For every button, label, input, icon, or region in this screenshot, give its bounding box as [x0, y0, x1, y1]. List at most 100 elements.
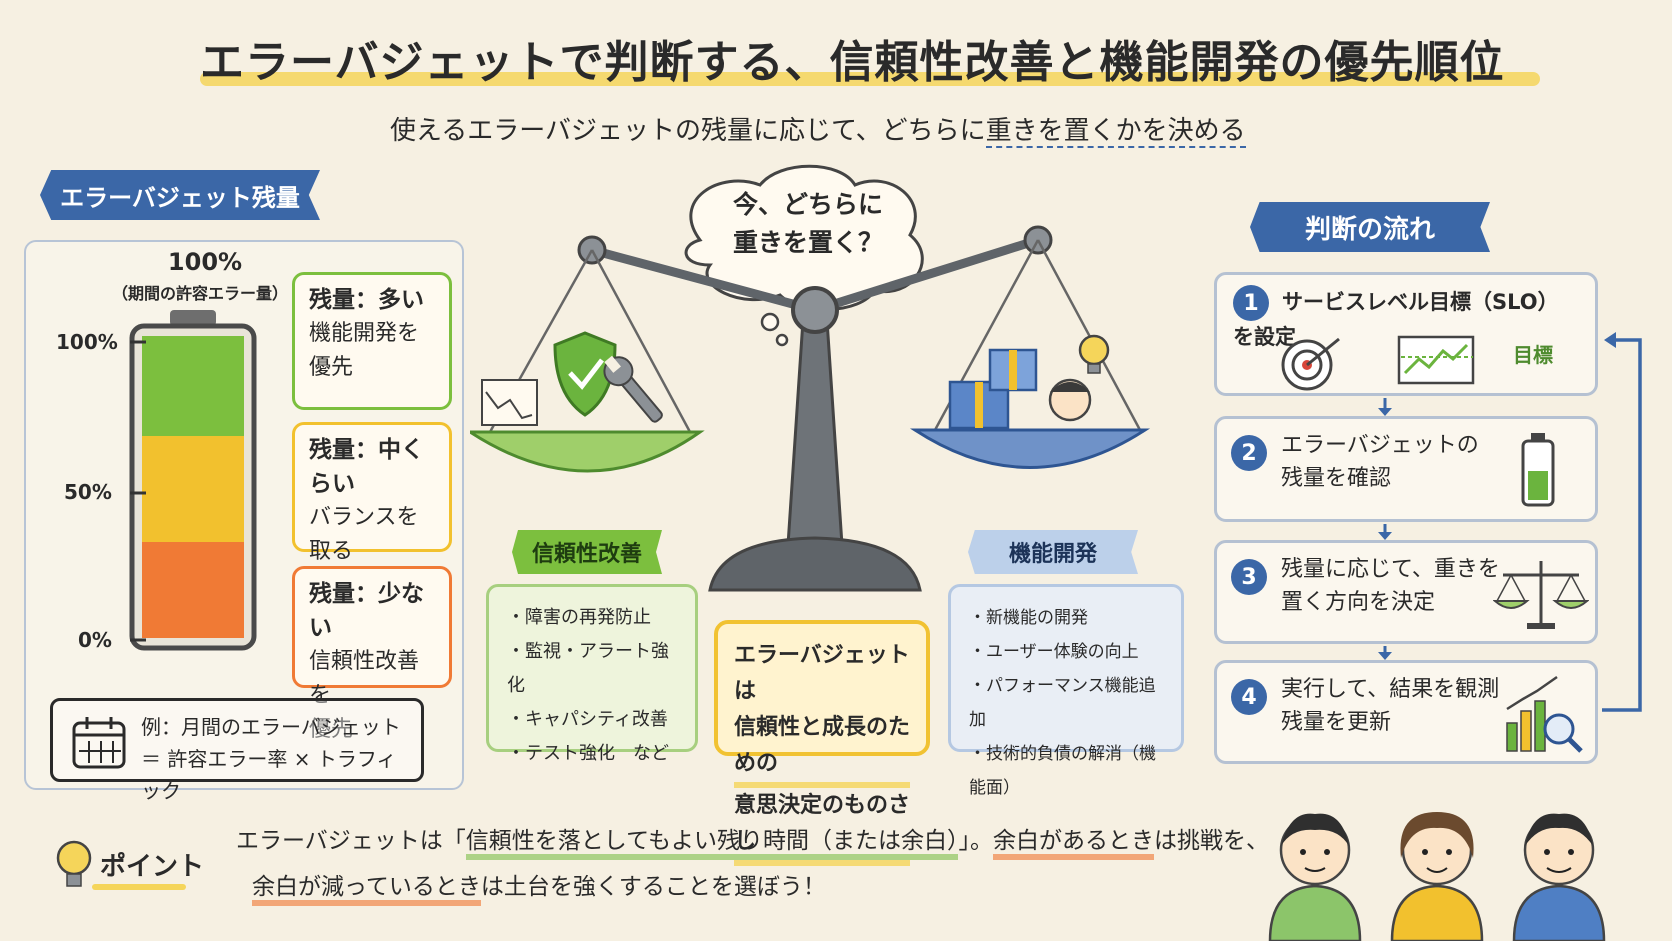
level-high-box: 残量：多い 機能開発を 優先: [292, 272, 452, 410]
step-number: 4: [1231, 679, 1267, 715]
point-line1: エラーバジェットは「信頼性を落としてもよい残り時間（または余白）」。余白があると…: [236, 820, 1269, 862]
point-text: 」。: [958, 828, 993, 854]
flow-step-2: 2 エラーバジェットの 残量を確認: [1214, 416, 1598, 522]
point-text: エラーバジェットは「: [236, 828, 466, 854]
lightbulb-icon: [1078, 334, 1110, 366]
feature-ribbon: 機能開発: [968, 530, 1138, 574]
point-highlight-green: 信頼性を落としてもよい残り時間（または余白）: [465, 828, 959, 860]
card-line1: エラーバジェットは: [734, 643, 910, 704]
battery-level-high: [142, 336, 244, 436]
subtitle-highlight: 重きを置くかを決める: [985, 116, 1246, 148]
title-highlight: [200, 72, 1540, 86]
level-low-body2: 優先: [309, 717, 354, 742]
flow-arrows: [1378, 398, 1392, 660]
person-icon: [1390, 812, 1484, 941]
level-high-head: 残量：多い: [309, 287, 424, 313]
battery-level-mid: [142, 436, 244, 542]
scale-base: [708, 536, 922, 592]
battery-gauge: [129, 310, 257, 651]
battery-level-low: [142, 542, 244, 638]
scale-pan-right: [909, 428, 1151, 469]
step-text: 置く方向を決定: [1281, 590, 1436, 615]
note-line1: 例：月間のエラーバジェット: [141, 715, 401, 739]
reliability-ribbon: 信頼性改善: [512, 530, 662, 574]
battery-icon: [1521, 433, 1555, 507]
level-high-body1: 機能開発を: [309, 321, 420, 346]
feature-item: 新機能の開発: [969, 601, 1163, 635]
step-text: 残量に応じて、重きを: [1281, 557, 1500, 582]
thought-line1: 今、どちらに: [732, 190, 883, 219]
feature-item: 技術的負債の解消（機能面）: [969, 737, 1163, 805]
feature-item: パフォーマンス機能追加: [969, 669, 1163, 737]
thought-text: 今、どちらに 重きを置く？: [718, 186, 898, 262]
scale-icon: [1493, 561, 1589, 629]
budget-example-note: 例：月間のエラーバジェット ＝ 許容エラー率 × トラフィック: [50, 698, 424, 803]
flow-ribbon: 判断の流れ: [1250, 202, 1490, 252]
subtitle-text: 使えるエラーバジェットの残量に応じて、どちらに: [390, 116, 986, 146]
reliability-item: テスト強化 など: [507, 737, 677, 771]
decision-card: エラーバジェットは 信頼性と成長のための 意思決定のものさし: [714, 620, 930, 866]
thought-line2: 重きを置く？: [732, 228, 883, 257]
level-low-head: 残量：少ない: [309, 581, 424, 641]
level-high-body2: 優先: [309, 355, 354, 380]
slo-chart-icon: [1397, 335, 1475, 385]
step-text: エラーバジェットの: [1281, 433, 1479, 458]
reliability-item: キャパシティ改善: [507, 703, 677, 737]
level-mid-head: 残量：中くらい: [309, 437, 424, 497]
person-icon: [1268, 813, 1362, 941]
step-text: 残量を更新: [1281, 710, 1392, 735]
team-illustration: [1268, 812, 1606, 941]
scale-beam-left: [590, 245, 817, 315]
step-text: サービスレベル目標（SLO）を設定: [1233, 290, 1559, 349]
feature-item: ユーザー体験の向上: [969, 635, 1163, 669]
point-highlight-orange: 余白が減っているとき: [252, 874, 481, 906]
target-label: 目標: [1513, 343, 1553, 367]
reliability-item: 障害の再発防止: [507, 601, 677, 635]
budget-ribbon: エラーバジェット残量: [40, 170, 320, 220]
step-number: 1: [1233, 285, 1269, 321]
step-number: 3: [1231, 559, 1267, 595]
point-text: は土台を強くすることを選ぼう！: [480, 874, 826, 900]
target-icon: [1281, 337, 1340, 391]
loop-arrow: [1602, 332, 1642, 712]
reliability-item: 監視・アラート強化: [507, 635, 677, 703]
scale-pivot: [791, 286, 839, 334]
reliability-list: 障害の再発防止 監視・アラート強化 キャパシティ改善 テスト強化 など: [486, 584, 698, 764]
point-highlight-orange: 余白があるとき: [992, 828, 1154, 860]
point-underline: [92, 884, 186, 890]
scale-pillar: [786, 318, 844, 547]
flow-step-4: 4 実行して、結果を観測 残量を更新: [1214, 660, 1598, 764]
step-text: 残量を確認: [1281, 466, 1392, 491]
page-title: エラーバジェットで判断する、信頼性改善と機能開発の優先順位: [200, 37, 1505, 88]
tick-0: 0%: [78, 628, 112, 652]
calendar-icon: [72, 717, 126, 769]
scale-beam-right: [813, 235, 1040, 315]
balance-scale: [470, 164, 1151, 592]
note-line2: ＝ 許容エラー率 × トラフィック: [141, 747, 397, 803]
flow-step-3: 3 残量に応じて、重きを 置く方向を決定: [1214, 540, 1598, 644]
step-number: 2: [1231, 435, 1267, 471]
feature-list: 新機能の開発 ユーザー体験の向上 パフォーマンス機能追加 技術的負債の解消（機能…: [948, 584, 1184, 798]
budget-top-sub: （期間の許容エラー量）: [111, 284, 288, 303]
point-label: ポイント: [100, 852, 205, 882]
step-text: 実行して、結果を観測: [1281, 677, 1500, 702]
level-mid-body1: バランスを: [309, 505, 419, 530]
point-line2: 余白が減っているときは土台を強くすることを選ぼう！: [252, 866, 826, 908]
budget-top-label: 100%: [167, 248, 243, 276]
scale-pan-left: [470, 430, 705, 473]
tick-100: 100%: [56, 330, 118, 354]
level-mid-body2: 取る: [309, 539, 354, 564]
battery-cap: [170, 310, 216, 326]
card-line3: 意思決定のものさし: [734, 788, 910, 866]
card-line2: 信頼性と成長のための: [734, 710, 910, 788]
subtitle: 使えるエラーバジェットの残量に応じて、どちらに重きを置くかを決める: [390, 110, 1270, 148]
tick-50: 50%: [64, 480, 112, 504]
wrench-icon: [603, 355, 663, 423]
point-text: は挑戦を、: [1153, 828, 1269, 854]
level-mid-box: 残量：中くらい バランスを 取る: [292, 422, 452, 564]
small-chart-icon: [481, 379, 538, 426]
person-icon: [1512, 813, 1606, 941]
analytics-icon: [1506, 675, 1583, 753]
point-bulb-icon: [56, 840, 92, 887]
flow-step-1: 1 サービスレベル目標（SLO）を設定 目標: [1214, 272, 1598, 396]
